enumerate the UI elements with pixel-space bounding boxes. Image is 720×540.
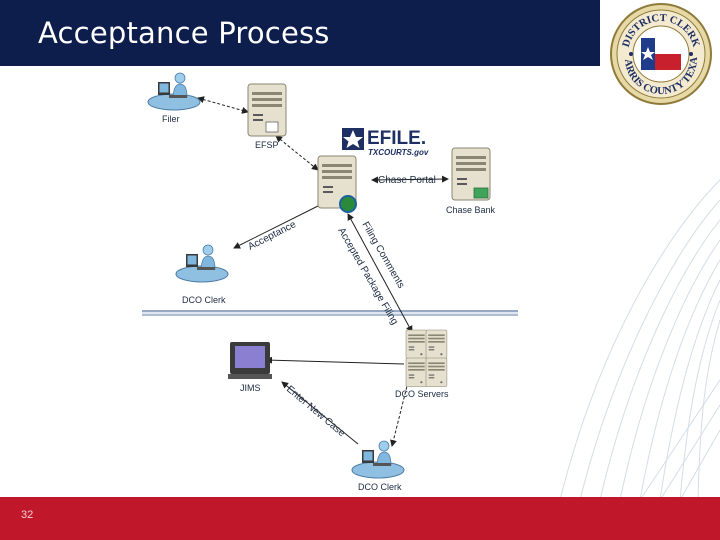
slide-number: 32 bbox=[21, 509, 34, 521]
chase-bank-node bbox=[451, 147, 491, 201]
slide-footer: 32 bbox=[0, 497, 720, 540]
dco-clerk-top-label: DCO Clerk bbox=[182, 295, 226, 305]
background-stripes bbox=[559, 179, 720, 500]
dco-clerk-bottom-node bbox=[351, 440, 405, 479]
enter-new-case-label: Enter New Case bbox=[284, 384, 347, 440]
acceptance-process-diagram: Filer EFSP EFILE. TXCOURTS.gov Chase Ban… bbox=[142, 72, 518, 492]
efile-logo-text: EFILE. bbox=[367, 128, 426, 149]
efm-server-node bbox=[317, 155, 357, 213]
filer-efsp-connector bbox=[197, 96, 249, 114]
efsp-label: EFSP bbox=[255, 140, 279, 150]
jims-node bbox=[228, 342, 272, 379]
star-icon bbox=[343, 130, 363, 148]
slide-header: Acceptance Process bbox=[0, 0, 600, 66]
acceptance-connector bbox=[233, 205, 319, 249]
efsp-node bbox=[247, 83, 287, 137]
efile-logo: EFILE. TXCOURTS.gov bbox=[342, 128, 429, 157]
filer-label: Filer bbox=[162, 114, 180, 124]
jims-connector bbox=[265, 356, 405, 365]
divider-band bbox=[142, 310, 518, 316]
servers-clerk-connector bbox=[390, 381, 409, 447]
district-clerk-seal: DISTRICT CLERK HARRIS COUNTY TEXAS bbox=[608, 2, 712, 105]
filer-node bbox=[147, 72, 201, 111]
slide-title: Acceptance Process bbox=[38, 16, 330, 50]
dco-server-icon-2 bbox=[425, 329, 448, 359]
jims-label: JIMS bbox=[240, 383, 261, 393]
filer-person-icon bbox=[147, 72, 201, 111]
enter-new-case-connector bbox=[281, 381, 359, 445]
dco-clerk-bottom-label: DCO Clerk bbox=[358, 482, 402, 492]
dco-server-icon-1 bbox=[405, 329, 428, 359]
dco-servers-label: DCO Servers bbox=[395, 389, 449, 399]
dco-clerk-bottom-person-icon bbox=[351, 440, 405, 479]
dco-servers-node bbox=[405, 329, 448, 387]
globe-icon bbox=[339, 195, 357, 213]
dco-clerk-top-node bbox=[175, 244, 229, 283]
acceptance-label: Acceptance bbox=[246, 219, 298, 253]
efile-logo-subtext: TXCOURTS.gov bbox=[368, 148, 429, 157]
dco-server-icon-3 bbox=[405, 357, 428, 387]
dco-server-icon-4 bbox=[425, 357, 448, 387]
filing-comments-connector bbox=[347, 213, 413, 333]
chase-portal-label: Chase Portal bbox=[378, 175, 436, 186]
chase-portal-connector bbox=[371, 175, 449, 184]
efsp-efm-connector bbox=[275, 135, 319, 171]
dco-clerk-top-person-icon bbox=[175, 244, 229, 283]
chase-bank-label: Chase Bank bbox=[446, 205, 496, 215]
